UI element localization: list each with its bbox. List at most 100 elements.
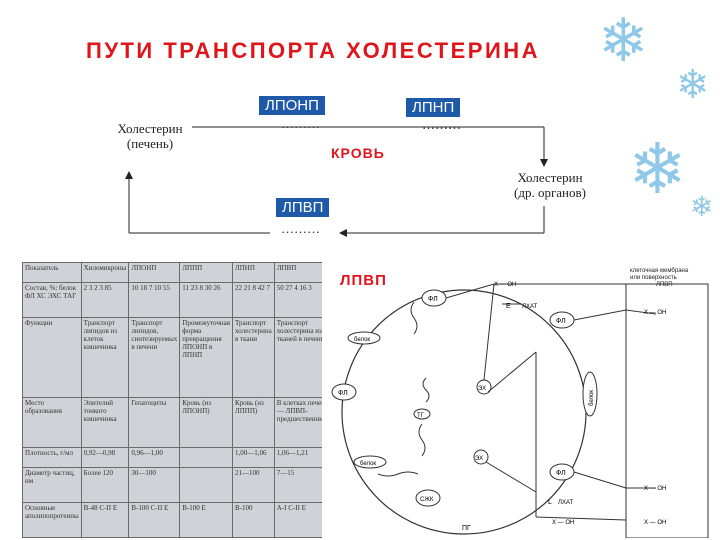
table-cell: ЛПВП	[273, 262, 322, 284]
snowflake-icon: ❄	[598, 6, 649, 76]
svg-text:L: L	[548, 499, 552, 506]
hdl-particle-circle	[341, 289, 587, 535]
svg-text:Х — ОН: Х — ОН	[644, 520, 666, 526]
svg-text:СЖК: СЖК	[420, 497, 434, 503]
svg-text:ЛХАТ: ЛХАТ	[522, 304, 537, 310]
svg-text:ФЛ: ФЛ	[428, 296, 438, 303]
tg-node	[413, 408, 431, 420]
table-cell: 2 3 2 3 85	[80, 282, 130, 319]
table-cell: Хиломикроны	[80, 262, 130, 284]
cholesterol-liver-label: Холестерин (печень)	[117, 121, 183, 151]
protein-node	[347, 331, 381, 345]
svg-text:белок: белок	[360, 461, 376, 467]
snowflake-icon: ❄	[676, 62, 710, 108]
table-cell: 50 27 4 16 3	[273, 282, 322, 319]
table-cell: Промежуточная форма превращения ЛПОНП в …	[179, 317, 233, 398]
table-cell: В-100	[231, 501, 275, 538]
svg-text:ЭХ: ЭХ	[475, 456, 483, 462]
svg-text:Х — ОН: Х — ОН	[644, 310, 666, 316]
membrane-text-3: ЛПВП	[656, 282, 673, 288]
table-cell: Транспорт холестерина в ткани	[231, 317, 275, 398]
table-cell: Кровь (из ЛППП)	[231, 396, 275, 448]
membrane-text-2: или поверхность	[630, 275, 677, 281]
table-cell: Плотность, г/мл	[22, 446, 82, 468]
table-cell: Транспорт холестерина из тканей в печень	[273, 317, 322, 398]
svg-text:Е: Е	[506, 303, 511, 310]
table-cell: Состав, %: белок ФЛ ХС ЭХС ТАГ	[22, 282, 82, 319]
table-cell: 22 21 8 42 7	[231, 282, 275, 319]
svg-text:ФЛ: ФЛ	[556, 318, 566, 325]
hdl-structure-drawing: клеточная мембрана или поверхность ЛПВП …	[331, 268, 709, 538]
svg-text:ФЛ: ФЛ	[556, 470, 566, 477]
table-cell: Показатель	[22, 262, 82, 284]
table-cell: 1,00—1,06	[231, 446, 275, 468]
table-cell: 10 18 7 10 55	[128, 282, 181, 319]
blood-label: КРОВЬ	[331, 145, 385, 161]
svg-text:ФЛ: ФЛ	[338, 390, 348, 397]
table-cell: Транспорт липидов, синтезируемых в печен…	[128, 317, 181, 398]
table-cell: 11 23 8 30 26	[179, 282, 233, 319]
table-cell: В-100 С-II Е	[128, 501, 181, 538]
membrane-text-1: клеточная мембрана	[630, 268, 689, 274]
svg-text:Х — ОН: Х — ОН	[644, 486, 666, 492]
svg-text:ТГ: ТГ	[417, 413, 425, 419]
table-cell: В клетках печени — ЛПВП-предшественники	[273, 396, 322, 448]
table-cell: ЛПОНП	[128, 262, 181, 284]
lpnp-dots: ………	[422, 117, 461, 132]
table-cell: Кровь (из ЛПОНП)	[179, 396, 233, 448]
scheme-arrows	[125, 126, 548, 237]
table-cell: 1,06—1,21	[273, 446, 322, 468]
szhk-node	[415, 489, 441, 507]
svg-text:ЭХ: ЭХ	[478, 386, 486, 392]
svg-text:белок: белок	[589, 390, 595, 406]
table-cell: В-48 С-II Е	[80, 501, 130, 538]
fl-node-left	[331, 383, 357, 401]
table-cell: 21—100	[231, 466, 275, 503]
cell-membrane	[625, 283, 709, 538]
table-cell	[179, 446, 233, 468]
hdl-structure-diagram	[326, 262, 714, 538]
snowflake-icon: ❄	[628, 128, 687, 210]
table-cell: Гепатоциты	[128, 396, 181, 448]
table-cell: Функции	[22, 317, 82, 398]
protein-node-side	[582, 371, 598, 417]
table-cell: Основные аполипопротеины	[22, 501, 82, 538]
svg-text:Х — ОН: Х — ОН	[494, 282, 516, 288]
lpnp-box: ЛПНП	[406, 98, 461, 117]
table-cell: ЛППП	[179, 262, 233, 284]
table-cell: Транспорт липидов из клеток кишечника	[80, 317, 130, 398]
lpvp-dots: ………	[281, 221, 320, 236]
lponp-box: ЛПОНП	[259, 96, 325, 115]
table-cell: Более 120	[80, 466, 130, 503]
table-cell: 0,96—1,00	[128, 446, 181, 468]
protein-node-lower	[353, 455, 387, 469]
lpvp-box: ЛПВП	[276, 198, 330, 217]
svg-text:Х — ОН: Х — ОН	[552, 520, 574, 526]
table-cell: А-I С-II Е	[273, 501, 322, 538]
cholesterol-organs-label: Холестерин (др. органов)	[514, 170, 586, 200]
table-cell: Место образования	[22, 396, 82, 448]
lpvp-diagram-label: ЛПВП	[340, 272, 387, 289]
table-cell: 30—100	[128, 466, 181, 503]
table-cell: 0,92—0,98	[80, 446, 130, 468]
table-cell	[179, 466, 233, 503]
table-cell: ЛПНП	[231, 262, 275, 284]
table-cell: 7—15	[273, 466, 322, 503]
table-cell: Диаметр частиц, нм	[22, 466, 82, 503]
svg-text:белок: белок	[354, 337, 370, 343]
svg-text:ЛХАТ: ЛХАТ	[558, 500, 573, 506]
page-title: ПУТИ ТРАНСПОРТА ХОЛЕСТЕРИНА	[86, 38, 541, 63]
table-cell: Эпителий тонкого кишечника	[80, 396, 130, 448]
svg-text:ПГ: ПГ	[462, 525, 471, 532]
ex-node-lower	[473, 449, 489, 465]
table-cell: В-100 Е	[179, 501, 233, 538]
